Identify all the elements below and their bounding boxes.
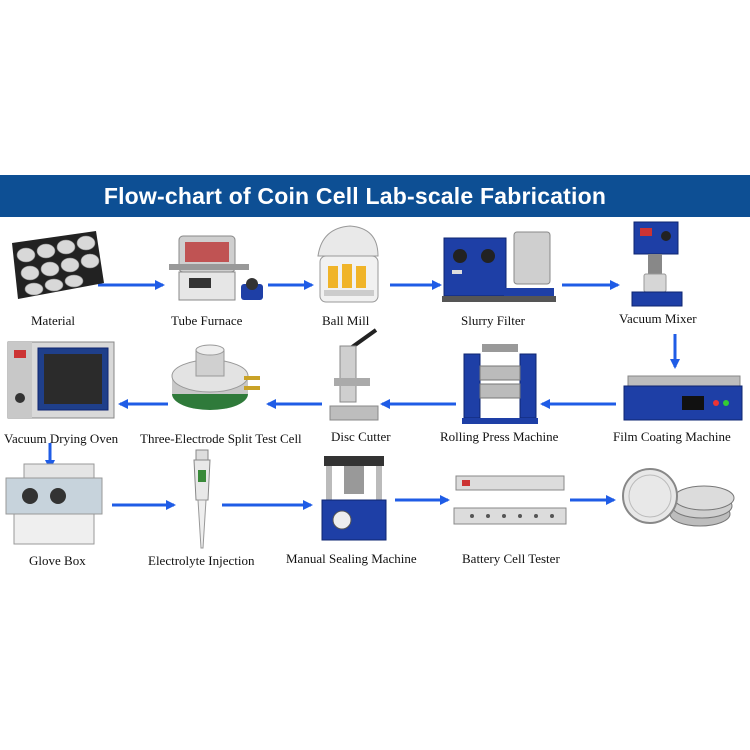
step-label-tube-furnace: Tube Furnace: [171, 313, 243, 328]
disc-cutter-icon: [329, 328, 379, 421]
step-label-rolling-press: Rolling Press Machine: [440, 429, 559, 444]
step-glove-box: [4, 460, 108, 550]
step-electrolyte-injection: [186, 448, 220, 552]
step-label-disc-cutter: Disc Cutter: [331, 429, 391, 444]
step-ball-mill: [312, 222, 387, 308]
step-label-film-coating: Film Coating Machine: [613, 429, 731, 444]
step-slurry-filter: [442, 228, 560, 308]
step-vacuum-oven: [6, 340, 118, 420]
step-cell-tester: [452, 474, 568, 528]
rolling-press-icon: [462, 344, 538, 424]
sealing-machine-icon: [321, 456, 387, 541]
diagram-title: Flow-chart of Coin Cell Lab-scale Fabric…: [103, 182, 607, 209]
step-material: [0, 225, 105, 303]
tube-furnace-icon: [169, 235, 263, 301]
step-disc-cutter: [326, 326, 382, 424]
step-split-test-cell: [166, 332, 266, 428]
step-label-material: Material: [31, 313, 76, 328]
step-label-cell-tester: Battery Cell Tester: [462, 551, 560, 566]
vacuum-oven-icon: [7, 341, 115, 419]
step-label-sealing-machine: Manual Sealing Machine: [286, 551, 417, 566]
ball-mill-icon: [317, 225, 379, 303]
step-label-split-test-cell: Three-Electrode Split Test Cell: [140, 431, 302, 446]
title-banner: Flow-chart of Coin Cell Lab-scale Fabric…: [0, 175, 750, 217]
step-vacuum-mixer: [630, 220, 688, 310]
step-label-ball-mill: Ball Mill: [322, 313, 370, 328]
step-label-vacuum-mixer: Vacuum Mixer: [619, 311, 697, 326]
pipette-icon: [193, 449, 211, 549]
step-film-coating: [622, 372, 744, 426]
electrode-cones-icon: [12, 231, 104, 299]
split-test-cell-icon: [171, 344, 260, 410]
step-label-glove-box: Glove Box: [29, 553, 86, 568]
slurry-filter-icon: [442, 231, 556, 302]
vacuum-mixer-icon: [631, 221, 683, 307]
glove-box-icon: [5, 463, 103, 545]
cell-tester-icon: [453, 475, 567, 525]
step-label-slurry-filter: Slurry Filter: [461, 313, 525, 328]
step-label-vacuum-oven: Vacuum Drying Oven: [4, 431, 119, 446]
coin-cells-icon: [622, 468, 735, 527]
step-sealing-machine: [318, 454, 390, 546]
film-coating-machine-icon: [623, 375, 743, 421]
step-coin-cells: [620, 466, 746, 530]
step-label-electrolyte-injection: Electrolyte Injection: [148, 553, 255, 568]
step-rolling-press: [460, 342, 540, 426]
step-tube-furnace: [165, 226, 270, 308]
